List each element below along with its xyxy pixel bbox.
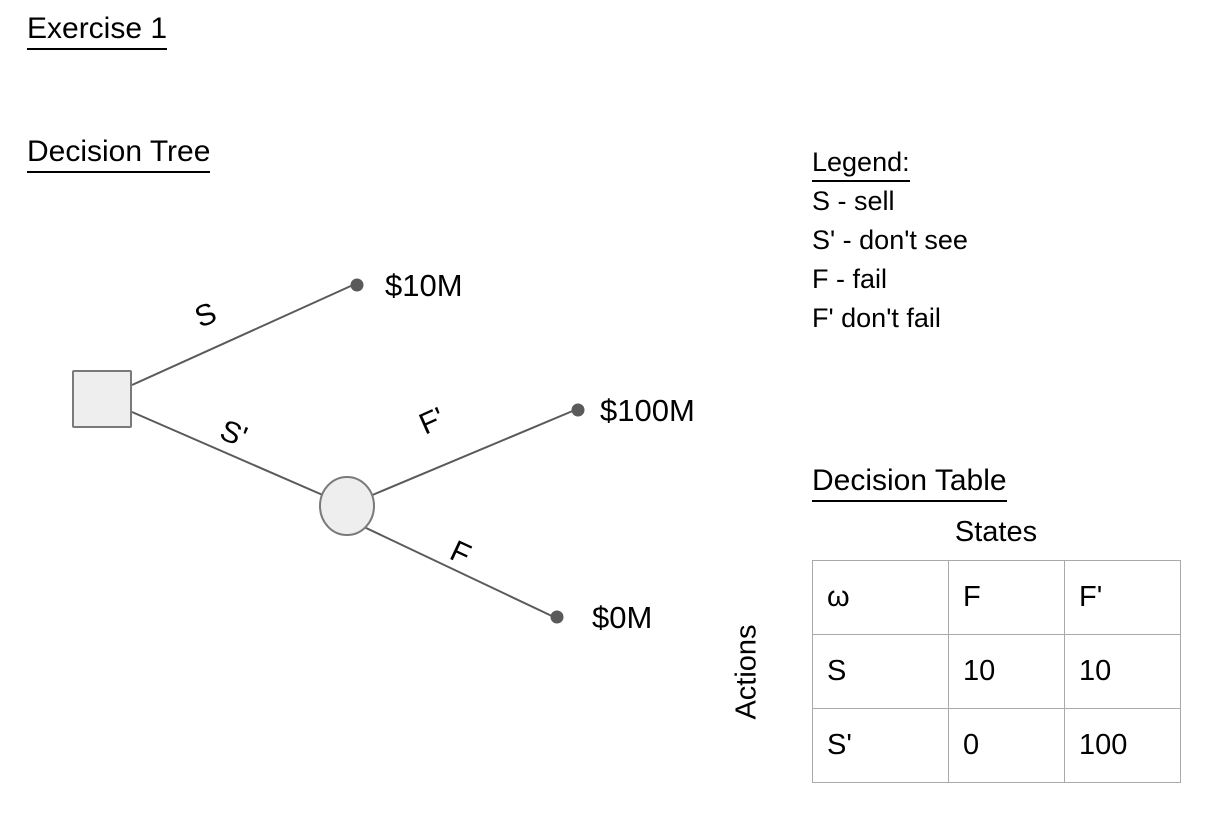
table-header-row: ω F F': [812, 560, 1181, 635]
legend-item-s-prime: S' - don't see: [812, 225, 968, 255]
branch-line-f-prime: [369, 409, 576, 497]
terminal-dot-100m: [571, 403, 585, 417]
decision-table: ω F F' S 10 10 S' 0 100: [812, 560, 1181, 783]
payoff-label-10m: $10M: [385, 268, 463, 303]
payoff-label-100m: $100M: [600, 393, 695, 428]
branch-label-f-prime: F': [414, 401, 449, 441]
table-row: S' 0 100: [812, 708, 1181, 783]
table-cell-sprime-fprime: 100: [1064, 708, 1181, 783]
decision-tree-diagram: $10M $100M $0M S S' F' F: [72, 268, 695, 635]
decision-table-heading: Decision Table: [812, 464, 1007, 502]
branch-line-f: [363, 526, 555, 618]
table-header-f: F: [948, 560, 1065, 635]
table-row: S 10 10: [812, 634, 1181, 709]
decision-table-heading-text: Decision Table: [812, 464, 1007, 502]
page-title-text: Exercise 1: [27, 12, 168, 50]
payoff-label-0m: $0M: [592, 600, 652, 635]
legend-heading-text: Legend:: [812, 146, 910, 182]
branch-line-s-prime: [131, 411, 326, 497]
table-cell-s-fprime: 10: [1064, 634, 1181, 709]
legend-item-s: S - sell: [812, 186, 895, 216]
branch-label-s-prime: S': [215, 414, 251, 454]
table-row-action-sprime: S': [812, 708, 949, 783]
legend-heading: Legend:: [812, 143, 968, 182]
chance-node-circle[interactable]: [319, 476, 375, 536]
actions-axis-label: Actions: [730, 624, 763, 720]
legend-item-f-prime: F' don't fail: [812, 303, 941, 333]
table-header-f-prime: F': [1064, 560, 1181, 635]
table-row-action-s: S: [812, 634, 949, 709]
decision-tree-heading: Decision Tree: [27, 135, 211, 173]
decision-tree-heading-text: Decision Tree: [27, 135, 211, 173]
terminal-dot-0m: [550, 610, 564, 624]
branch-line-s: [131, 284, 354, 386]
legend: Legend: S - sell S' - don't see F - fail…: [812, 143, 968, 338]
states-axis-label: States: [954, 516, 1038, 548]
page-title: Exercise 1: [27, 12, 168, 50]
table-header-omega: ω: [812, 560, 949, 635]
legend-item-f: F - fail: [812, 264, 888, 294]
table-cell-s-f: 10: [948, 634, 1065, 709]
table-cell-sprime-f: 0: [948, 708, 1065, 783]
branch-label-s: S: [190, 296, 221, 334]
terminal-dot-10m: [350, 278, 364, 292]
branch-label-f: F: [445, 534, 476, 572]
decision-node-square[interactable]: [72, 370, 132, 428]
